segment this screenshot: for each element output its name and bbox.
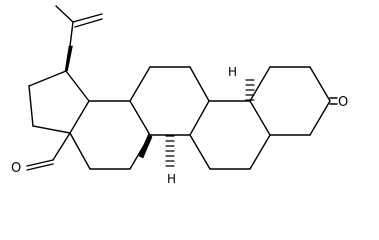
wedge-bond-isopropenyl <box>64 45 73 72</box>
bond-a4 <box>309 100 331 136</box>
aldehyde-oxygen-label: O <box>11 161 21 176</box>
bond-cho-double-inner <box>26 163 54 171</box>
bond-a1 <box>249 66 271 102</box>
bond-cho-stem <box>52 132 71 161</box>
bond-isopropenyl-methyl <box>55 5 74 23</box>
chemical-structure: O H H <box>11 5 349 186</box>
bond-b3 <box>249 134 271 170</box>
ring-c <box>129 66 210 136</box>
ring-e <box>28 70 90 134</box>
bond-isopropenyl-double-outer <box>72 13 103 23</box>
bond-cho-double-outer <box>26 159 54 167</box>
ring-a <box>249 66 331 136</box>
ketone-group <box>329 97 338 105</box>
bond-d5 <box>69 132 91 170</box>
ring-d <box>69 100 151 170</box>
bond-b5 <box>189 134 211 170</box>
hydrogen-bottom-label: H <box>167 172 176 186</box>
ketone-oxygen-label: O <box>338 95 348 110</box>
bond-isopropenyl-stem <box>69 21 74 47</box>
bond-a3 <box>309 66 331 102</box>
bond-e5 <box>65 70 90 102</box>
bond-d2 <box>129 100 151 136</box>
wedge-bond-methyl-junction <box>138 132 153 159</box>
hydrogen-top-label: H <box>228 65 237 79</box>
ring-b <box>189 100 271 170</box>
hash-bond-h-bottom <box>165 135 175 167</box>
bond-e1 <box>28 70 67 87</box>
aldehyde-group <box>26 132 71 171</box>
bond-e3 <box>32 125 71 134</box>
bond-e4 <box>69 100 90 134</box>
bond-c4 <box>189 100 210 136</box>
bond-c3 <box>189 66 210 102</box>
bond-isopropenyl-double-inner <box>74 18 103 28</box>
bond-b2 <box>249 100 271 136</box>
bond-e2 <box>28 85 34 127</box>
isopropenyl-group <box>55 5 103 47</box>
hash-bond-h-top <box>245 79 255 101</box>
bond-c1 <box>129 66 151 102</box>
